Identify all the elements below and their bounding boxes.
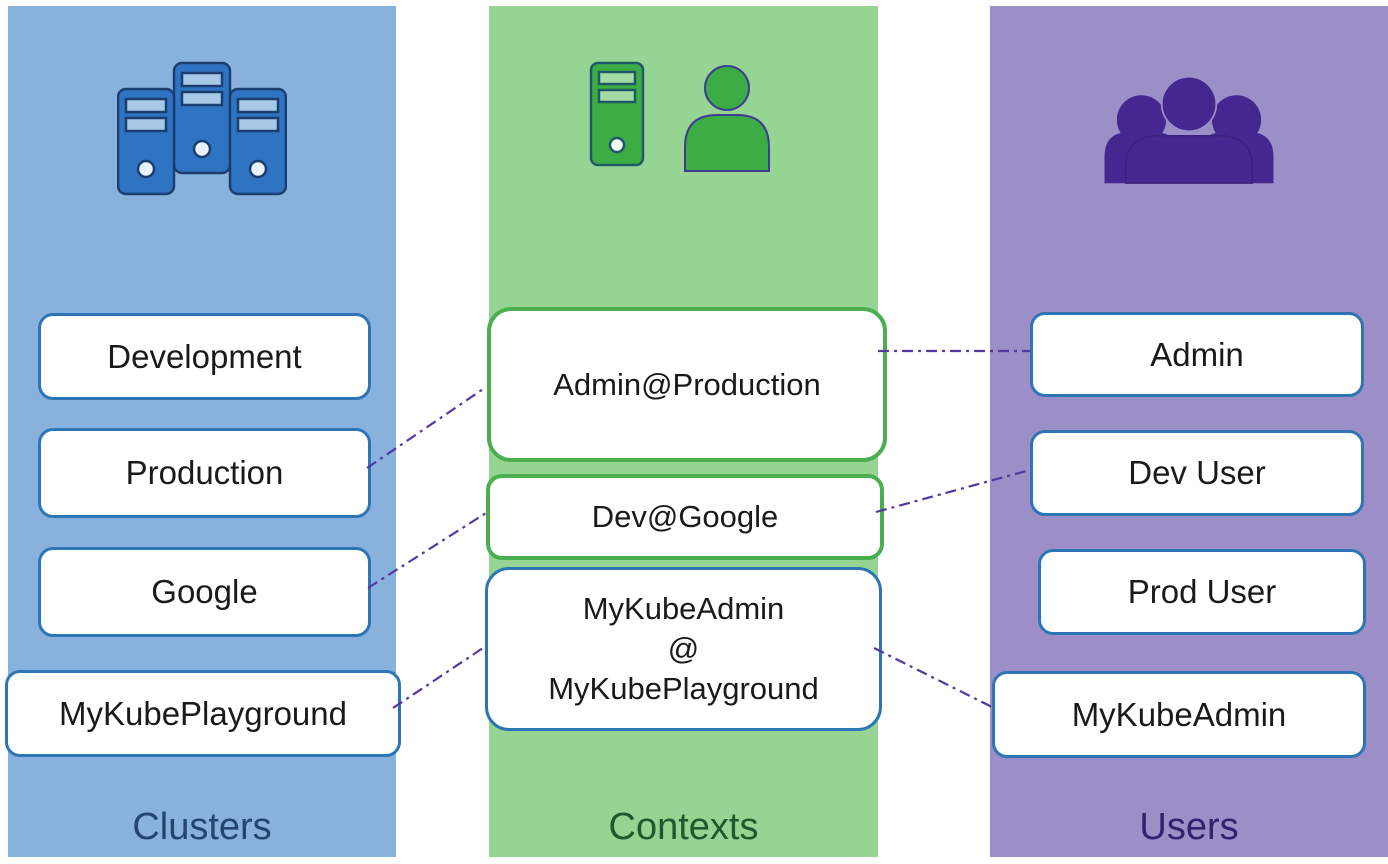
server-cluster-icon: [117, 61, 287, 196]
people-group-icon: [1104, 75, 1274, 184]
user-node-dev-user: Dev User: [1030, 430, 1364, 516]
node-label: Production: [125, 454, 284, 492]
node-label: Development: [107, 337, 302, 375]
node-label: Dev User: [1128, 454, 1266, 492]
context-node-dev-google: Dev@Google: [486, 474, 884, 560]
user-node-admin: Admin: [1030, 312, 1364, 397]
node-label-line: @: [667, 630, 700, 666]
clusters-column: Development Production Google MyKubePlay…: [5, 6, 401, 857]
clusters-title: Clusters: [132, 806, 272, 848]
node-label: Google: [151, 573, 258, 611]
user-node-mykubeadmin: MyKubeAdmin: [992, 671, 1366, 758]
cluster-node-google: Google: [38, 547, 371, 637]
cluster-node-mykubeplayground: MyKubePlayground: [5, 670, 401, 757]
node-label-line: MyKubeAdmin: [582, 590, 785, 626]
context-node-mykubeadmin-mykubeplayground: MyKubeAdmin @ MyKubePlayground: [485, 567, 882, 731]
connector-context-mykubeadmin: [873, 647, 993, 708]
node-label: Prod User: [1127, 573, 1277, 611]
connector-mykubeplayground-context: [392, 647, 484, 709]
users-column: Admin Dev User Prod User MyKubeAdmin Use…: [990, 6, 1388, 857]
node-label: MyKubeAdmin: [1071, 695, 1287, 733]
context-node-admin-production: Admin@Production: [487, 307, 887, 462]
node-label-line: MyKubePlayground: [548, 671, 819, 707]
contexts-title: Contexts: [608, 806, 759, 848]
node-label: Dev@Google: [591, 499, 779, 535]
node-label: MyKubePlayground: [58, 694, 347, 732]
user-node-prod-user: Prod User: [1038, 549, 1366, 635]
node-label: Admin: [1150, 335, 1244, 373]
users-title: Users: [1139, 806, 1239, 848]
cluster-node-development: Development: [38, 313, 371, 400]
contexts-column: Admin@Production Dev@Google MyKubeAdmin …: [485, 6, 887, 857]
server-user-icon: [589, 61, 770, 172]
node-label: Admin@Production: [553, 366, 821, 402]
cluster-node-production: Production: [38, 428, 371, 518]
